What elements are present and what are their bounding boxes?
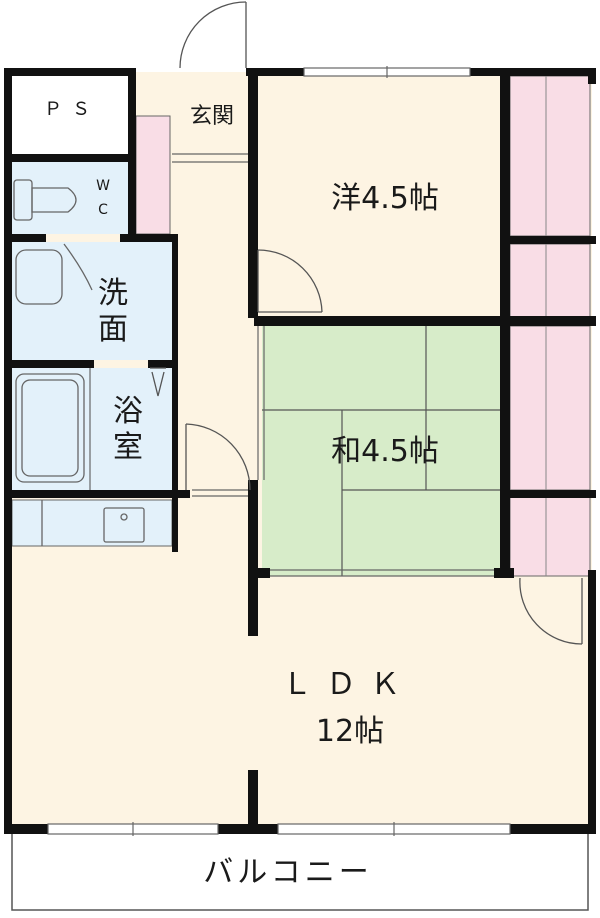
wc-fill xyxy=(12,162,128,234)
tatami-lines xyxy=(262,326,506,576)
closet-2 xyxy=(509,243,591,321)
sink-icon xyxy=(15,243,93,305)
kitchen-sink-icon xyxy=(41,500,145,546)
toilet-icon xyxy=(13,179,77,221)
closet-3 xyxy=(509,325,591,491)
closet-1 xyxy=(509,75,591,237)
bathtub-icon xyxy=(15,373,85,483)
window-sash-marks xyxy=(132,66,395,836)
swing-doors xyxy=(150,1,583,645)
bathroom-fill xyxy=(12,368,172,490)
balcony-area xyxy=(11,829,589,911)
sliding-doors xyxy=(192,326,494,577)
washroom-fill xyxy=(12,242,172,360)
kitchen-counter xyxy=(11,499,173,547)
tatami-fill xyxy=(262,326,506,576)
walls xyxy=(4,68,596,834)
ps-fill xyxy=(12,76,128,154)
shoe-closet xyxy=(135,115,171,235)
closet-4 xyxy=(509,495,591,577)
